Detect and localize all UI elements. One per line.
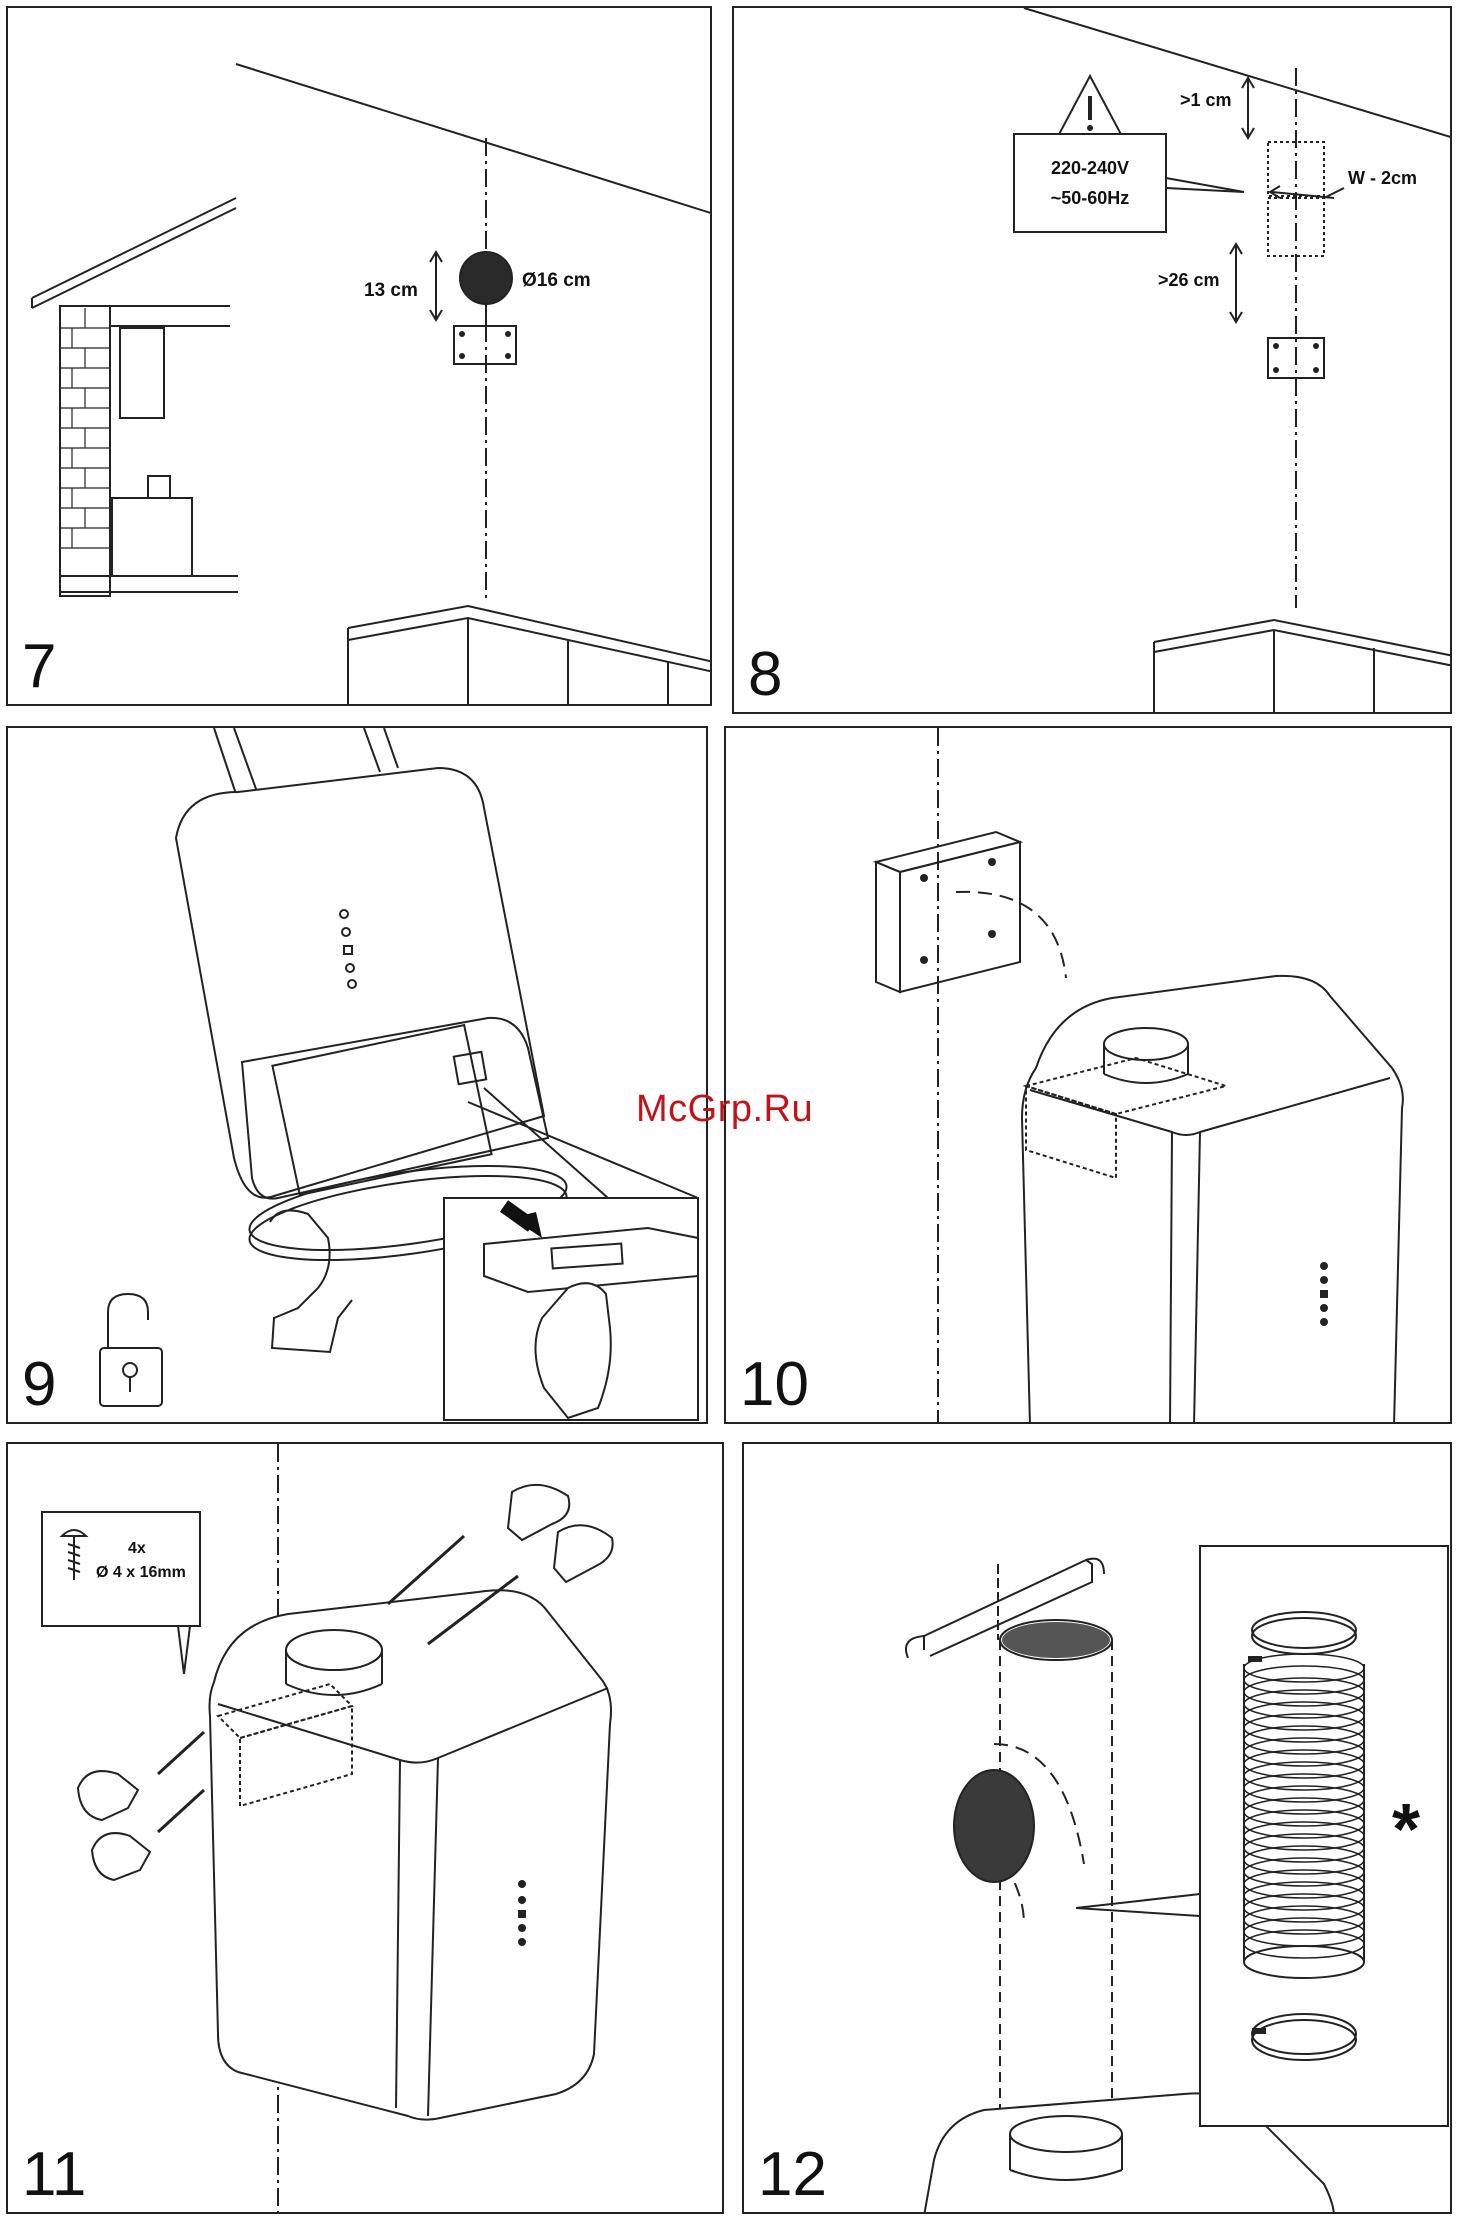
step-9-illustration [8,728,708,1424]
step-number: 8 [748,644,782,706]
top-gap-label: >1 cm [1180,90,1232,111]
bottom-gap-label: >26 cm [1158,270,1220,291]
step-number: 11 [22,2144,86,2206]
panel-step-11: 4x Ø 4 x 16mm 11 [6,1442,724,2214]
step-7-illustration [8,8,712,706]
panel-step-10: 10 [724,726,1452,1424]
watermark: McGrp.Ru [636,1088,813,1131]
panel-step-9: 9 [6,726,708,1424]
width-label: W - 2cm [1348,168,1417,189]
duct-hole-icon [460,252,512,304]
step-8-illustration [734,8,1452,714]
voltage-label: 220-240V [1024,158,1156,179]
height-label-13cm: 13 cm [364,280,418,302]
step-number: 7 [22,636,56,698]
step-12-illustration [744,1444,1452,2214]
wall-hole-icon [954,1770,1034,1882]
panel-step-7: 13 cm Ø16 cm 7 [6,6,712,706]
step-number: 9 [22,1354,56,1416]
frequency-label: ~50-60Hz [1024,188,1156,209]
step-number: 12 [758,2144,827,2206]
step-number: 10 [740,1354,809,1416]
screw-quantity: 4x [128,1540,146,1558]
panel-step-12: * 12 [742,1442,1452,2214]
step-10-illustration [726,728,1452,1424]
panel-step-8: 220-240V ~50-60Hz >1 cm W - 2cm >26 cm 8 [732,6,1452,714]
step-11-illustration [8,1444,724,2214]
diameter-label-16cm: Ø16 cm [522,270,591,292]
optional-asterisk: * [1392,1794,1420,1866]
screw-spec: Ø 4 x 16mm [96,1564,186,1582]
